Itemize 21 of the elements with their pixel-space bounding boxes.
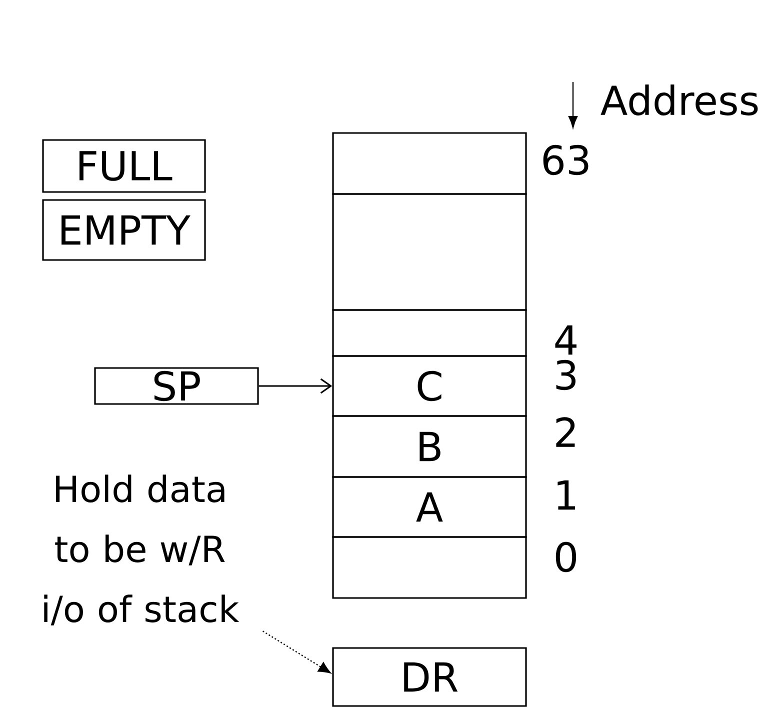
- register-box: DR: [332, 647, 527, 707]
- memory-cell: C: [332, 355, 527, 417]
- memory-cell: [332, 536, 527, 599]
- address-number: 1: [558, 480, 576, 510]
- arrow: [258, 378, 332, 394]
- note-text: Hold data to be w/R i/o of stack: [44, 474, 240, 626]
- address-number: 63: [543, 144, 588, 176]
- memory-cell: B: [332, 415, 527, 478]
- arrow: [262, 630, 331, 674]
- memory-cell: [332, 132, 527, 195]
- register-box: EMPTY: [42, 199, 206, 261]
- memory-cell: A: [332, 476, 527, 538]
- memory-cell: [332, 309, 527, 357]
- register-box: SP: [94, 367, 259, 405]
- axis-title: Address: [600, 84, 758, 116]
- memory-cell: [332, 193, 527, 311]
- address-number: 0: [556, 542, 576, 572]
- address-number: 3: [556, 360, 576, 390]
- register-box: FULL: [42, 139, 206, 193]
- address-number: 2: [556, 417, 575, 447]
- address-number: 4: [555, 325, 576, 355]
